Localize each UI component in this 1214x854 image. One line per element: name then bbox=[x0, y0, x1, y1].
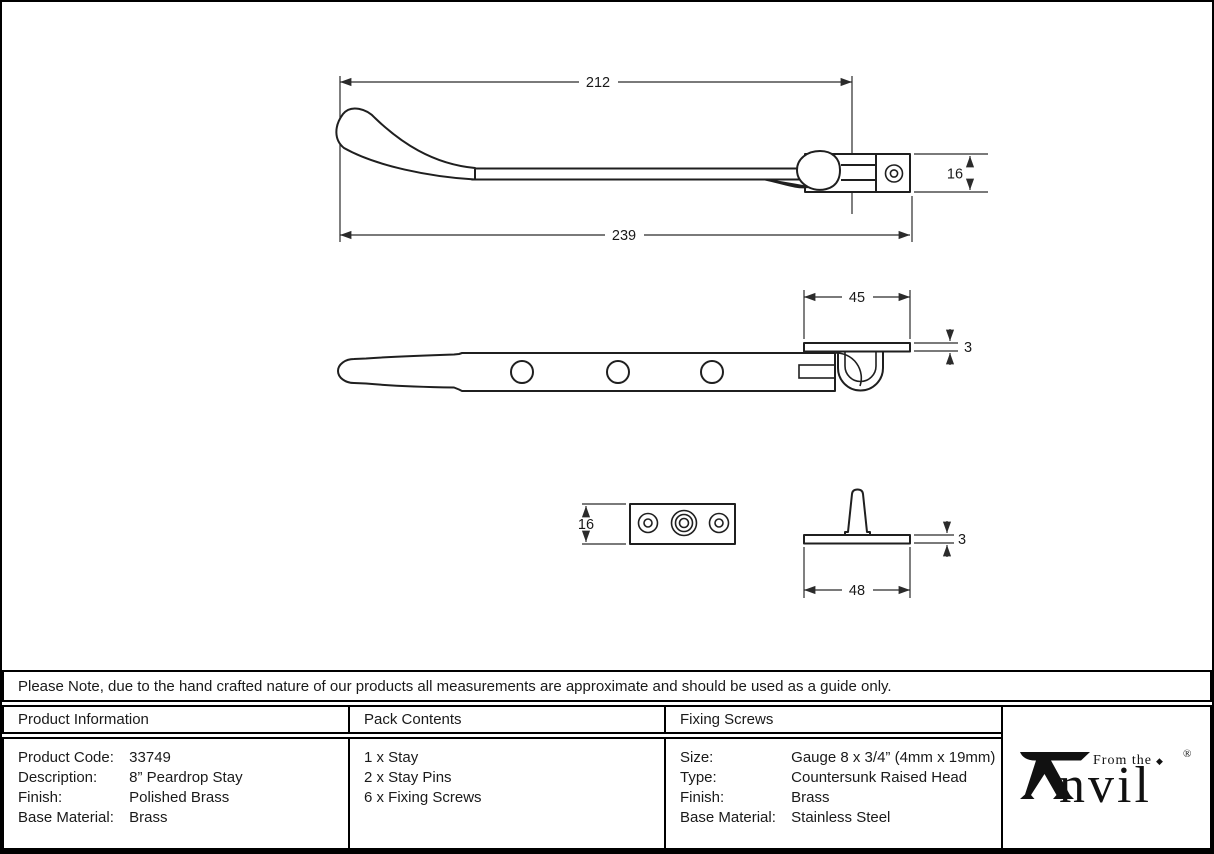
spec-row: Type: Countersunk Raised Head bbox=[680, 769, 968, 786]
screw-hole bbox=[884, 164, 904, 183]
pack-item: 1 x Stay bbox=[364, 749, 419, 766]
logo-from-the: From the bbox=[1093, 753, 1152, 768]
spec-row: Description: 8” Peardrop Stay bbox=[18, 769, 243, 786]
pear-drop-end bbox=[764, 150, 841, 191]
pin-hole bbox=[510, 360, 534, 384]
stay-pin-side-view bbox=[803, 488, 911, 545]
product-information-column: Product Information Product Code: 33749 … bbox=[2, 705, 350, 850]
keep-plate bbox=[803, 342, 911, 353]
anvil-icon bbox=[1020, 752, 1090, 799]
screw-hole bbox=[637, 512, 659, 534]
registered-mark: ® bbox=[1183, 748, 1192, 760]
pack-contents-header: Pack Contents bbox=[348, 705, 666, 734]
fixing-screws-column: Fixing Screws Size: Gauge 8 x 3/4” (4mm … bbox=[664, 705, 1003, 850]
dim-label-16-plate: 16 bbox=[578, 517, 594, 533]
info-table: Product Information Product Code: 33749 … bbox=[2, 705, 1212, 850]
spec-row: Size: Gauge 8 x 3/4” (4mm x 19mm) bbox=[680, 749, 996, 766]
note-text: Please Note, due to the hand crafted nat… bbox=[18, 677, 892, 695]
measurement-note: Please Note, due to the hand crafted nat… bbox=[2, 670, 1212, 702]
stay-plan-view bbox=[337, 342, 911, 392]
product-information-header: Product Information bbox=[2, 705, 350, 734]
spec-row: Base Material: Stainless Steel bbox=[680, 809, 891, 826]
brand-column: From the ◆ ® nvil bbox=[1001, 705, 1212, 850]
handle-curl bbox=[335, 107, 476, 181]
bar-slot bbox=[798, 364, 836, 379]
pack-contents-body: 1 x Stay 2 x Stay Pins 6 x Fixing Screws bbox=[348, 737, 666, 850]
logo-name-text: nvil bbox=[1059, 757, 1152, 814]
keep-hook bbox=[837, 351, 884, 392]
dim-label-239: 239 bbox=[612, 228, 636, 244]
dim-label-3-pin: 3 bbox=[958, 532, 966, 548]
fixing-screws-header: Fixing Screws bbox=[664, 705, 1003, 734]
stay-pin bbox=[844, 488, 871, 537]
pack-item: 6 x Fixing Screws bbox=[364, 789, 482, 806]
mount-plate-front-view bbox=[629, 503, 736, 545]
pack-item: 2 x Stay Pins bbox=[364, 769, 452, 786]
dim-label-3-keep: 3 bbox=[964, 340, 972, 356]
dim-label-16-block: 16 bbox=[947, 167, 963, 183]
pin-plate bbox=[803, 534, 911, 545]
pack-contents-column: Pack Contents 1 x Stay 2 x Stay Pins 6 x… bbox=[348, 705, 666, 850]
product-information-body: Product Code: 33749 Description: 8” Pear… bbox=[2, 737, 350, 850]
spec-row: Finish: Polished Brass bbox=[18, 789, 230, 806]
dim-label-48: 48 bbox=[849, 583, 865, 599]
fixing-screws-body: Size: Gauge 8 x 3/4” (4mm x 19mm) Type: … bbox=[664, 737, 1003, 850]
stay-bar bbox=[337, 352, 836, 392]
spec-row: Finish: Brass bbox=[680, 789, 830, 806]
dimensions: 212 239 16 45 3 16 3 bbox=[340, 74, 975, 599]
screw-hole bbox=[708, 512, 730, 534]
dim-label-45: 45 bbox=[849, 290, 865, 306]
technical-drawing: 212 239 16 45 3 16 3 bbox=[335, 74, 988, 599]
stay-side-view bbox=[335, 107, 911, 193]
pin-hole bbox=[606, 360, 630, 384]
spec-row: Base Material: Brass bbox=[18, 809, 168, 826]
pivot-hole bbox=[670, 509, 698, 537]
spec-row: Product Code: 33749 bbox=[18, 749, 171, 766]
dim-label-212: 212 bbox=[586, 75, 610, 91]
from-the-anvil-logo: From the ◆ ® nvil bbox=[1001, 705, 1212, 850]
pin-hole bbox=[700, 360, 724, 384]
diamond-icon: ◆ bbox=[1156, 756, 1163, 766]
